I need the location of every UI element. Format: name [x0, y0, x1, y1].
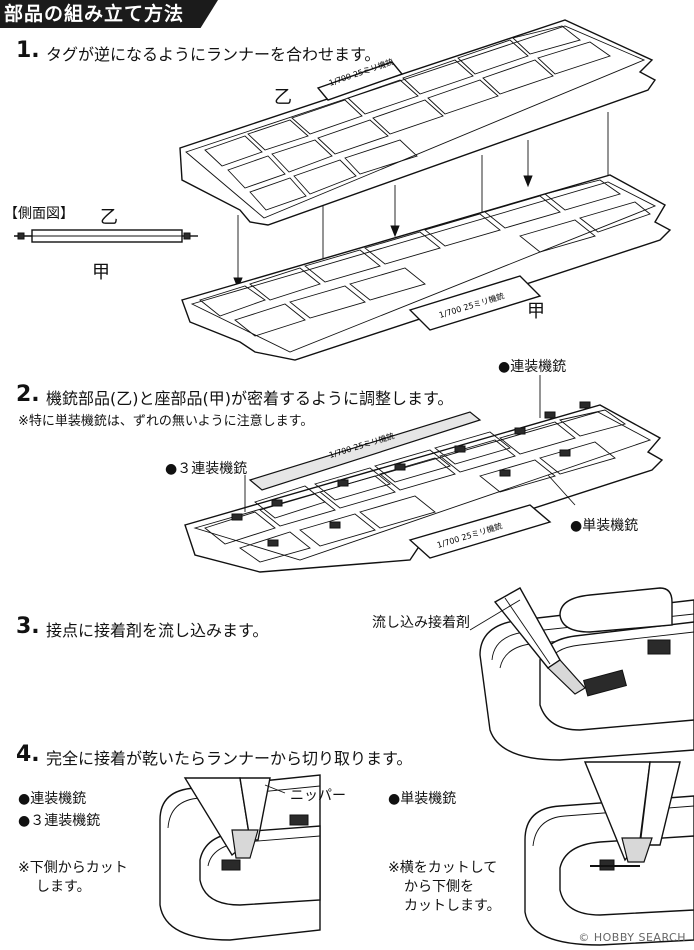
step4-right-note-1: ※横をカットして — [388, 860, 498, 876]
step4-item-renso: ●連装機銃 — [18, 791, 87, 807]
step4-right-note-2: から下側を — [404, 879, 474, 895]
step4-right-note-3: カットします。 — [404, 898, 501, 914]
runner-assembled — [184, 401, 664, 573]
step4-left-note-1: ※下側からカット — [18, 860, 128, 876]
step3-text: 接点に接着剤を流し込みます。 — [46, 621, 269, 640]
label-kou-bottom: 甲 — [527, 301, 545, 322]
step1-text: タグが逆になるようにランナーを合わせます。 — [46, 45, 381, 64]
step4-item-3renso: ●３連装機銃 — [18, 813, 101, 829]
side-view-diagram — [14, 229, 198, 243]
label-otsu-top: 乙 — [274, 87, 292, 108]
glue-illustration — [469, 587, 694, 761]
callout-3renso: ●３連装機銃 — [165, 461, 248, 477]
callout-line-tanso — [547, 474, 576, 506]
callout-glue: 流し込み接着剤 — [372, 615, 470, 631]
step2-text: 機銃部品(乙)と座部品(甲)が密着するように調整します。 — [46, 389, 454, 408]
cut-illustration-left — [159, 774, 321, 941]
side-view-label: 【側面図】 — [4, 206, 74, 222]
step4-number: 4. — [16, 742, 40, 767]
section-title: 部品の組み立て方法 — [0, 0, 218, 28]
nipper-label: ニッパー — [290, 788, 346, 804]
step2-note: ※特に単装機銃は、ずれの無いように注意します。 — [18, 414, 314, 429]
side-view-kou: 甲 — [92, 262, 110, 283]
side-view-otsu: 乙 — [100, 207, 118, 228]
step4-item-tanso: ●単装機銃 — [388, 791, 457, 807]
cut-illustration-right — [524, 761, 694, 946]
runner-bottom-kou — [181, 174, 672, 361]
step3-number: 3. — [16, 614, 40, 639]
watermark: © HOBBY SEARCH — [578, 931, 686, 944]
step4-left-note-2: します。 — [36, 879, 91, 895]
callout-tanso: ●単装機銃 — [570, 518, 639, 534]
step1-number: 1. — [16, 38, 40, 63]
callout-renso: ●連装機銃 — [498, 359, 567, 375]
runner-top-otsu — [179, 19, 657, 226]
step4-text: 完全に接着が乾いたらランナーから切り取ります。 — [46, 749, 413, 768]
step2-number: 2. — [16, 382, 40, 407]
